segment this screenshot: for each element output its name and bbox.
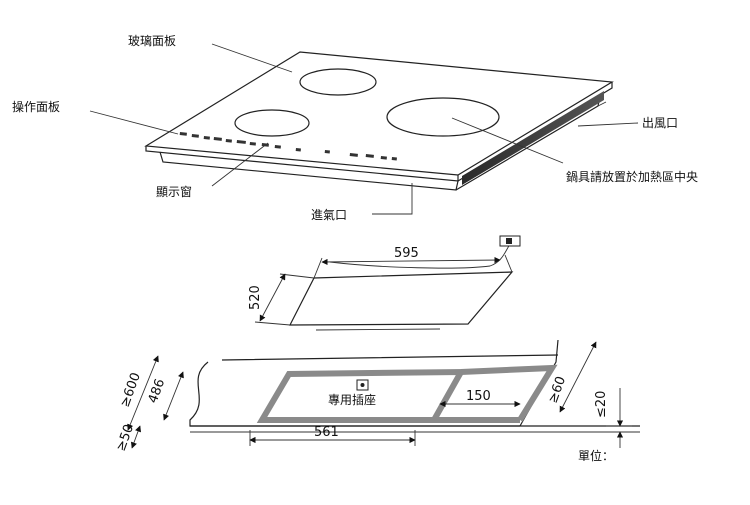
glass-top [144,51,614,176]
dim-line-50 [130,425,142,449]
dim-595: 595 [394,246,419,261]
dim-min-600: ≥600 [118,371,144,410]
power-cord [329,243,511,269]
leader-display-window [211,142,269,187]
dim-min-50: ≥50 [114,422,137,453]
dim-max-20: ≤20 [594,391,609,418]
unit-bottom-shadow [315,328,441,331]
burner-rear [299,68,377,96]
dim-520: 520 [248,285,263,310]
leader-control-panel [89,110,179,135]
ext-520-top [279,273,315,279]
unit-label: 單位： [578,448,614,463]
cutout-plan: 專用插座 150 561 ≥600 486 ≥50 ≥60 ≤20 單位： [114,339,640,463]
dim-line-486 [163,371,184,421]
dim-line-595 [321,256,501,266]
dim-line-60 [559,341,597,413]
leader-glass-panel [211,43,293,73]
countertop-outline [189,354,559,427]
dim-150: 150 [466,389,491,404]
unit-outline [289,271,514,326]
dim-486: 486 [146,377,169,405]
control-panel-keys [179,132,397,161]
label-glass-panel: 玻璃面板 [128,34,176,48]
leader-place-cookware [451,117,564,164]
burner-front-left [234,109,310,137]
leader-air-intake [372,183,413,215]
ext-520-bottom [254,321,291,326]
cooktop-illustration: 玻璃面板 操作面板 顯示窗 進氣口 出風口 鍋具請放置於加熱區中央 [12,34,698,222]
burner-right [386,97,500,137]
leader-air-outlet [577,122,639,127]
dim-561: 561 [314,425,339,440]
dim-line-600 [127,355,159,431]
dim-line-520 [259,273,286,322]
cabinet-outline [460,364,558,422]
plug-icon [506,238,512,244]
body-rear-edge [597,101,607,107]
socket-hole-icon [360,383,365,387]
socket-label: 專用插座 [328,392,376,407]
label-control-panel: 操作面板 [12,99,60,114]
label-air-outlet: 出風口 [642,116,678,130]
air-outlet-vent [462,91,604,185]
body-front [159,151,459,191]
label-display-window: 顯示窗 [156,185,192,199]
glass-front-edge [145,146,459,182]
ext-595-left [313,257,323,279]
ext-595-right [504,254,513,273]
label-place-cookware: 鍋具請放置於加熱區中央 [566,169,698,184]
unit-dimension-sketch: 595 520 [248,235,521,331]
label-air-intake: 進氣口 [311,208,347,222]
